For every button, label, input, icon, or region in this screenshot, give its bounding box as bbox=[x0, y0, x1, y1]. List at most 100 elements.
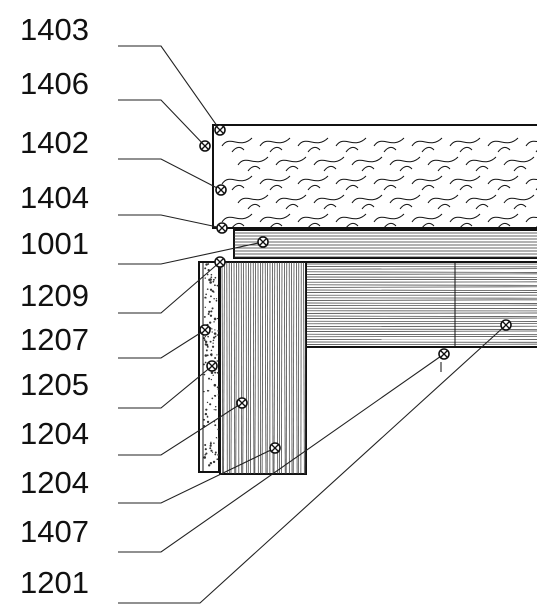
post-grain-line bbox=[242, 262, 244, 474]
post-grain-line bbox=[223, 262, 225, 474]
post-grain-line bbox=[252, 262, 255, 474]
fiber-stroke bbox=[373, 175, 405, 185]
speckle-dot bbox=[209, 281, 212, 284]
speckle-dot bbox=[208, 464, 211, 467]
leader-1404 bbox=[118, 214, 223, 229]
leader-1403 bbox=[118, 45, 221, 131]
speckle-dot bbox=[206, 389, 209, 392]
board-hatching bbox=[306, 262, 537, 347]
fiber-stroke bbox=[313, 156, 345, 166]
speckle-dot bbox=[203, 390, 205, 393]
speckle-dot bbox=[214, 406, 217, 408]
speckle-dot bbox=[212, 336, 216, 339]
post-grain-line bbox=[233, 262, 236, 474]
fiber-stroke bbox=[475, 203, 489, 210]
fiber-stroke bbox=[497, 146, 511, 153]
speckle-dot bbox=[210, 276, 213, 279]
leader-1204-upper bbox=[118, 402, 243, 456]
leader-1207 bbox=[118, 329, 206, 359]
fiber-stroke bbox=[487, 137, 519, 147]
speckle-dot bbox=[214, 356, 217, 359]
post-grain-line bbox=[281, 262, 283, 474]
fiber-stroke bbox=[383, 146, 397, 153]
speckle-dot bbox=[209, 461, 213, 465]
speckle-dot bbox=[207, 263, 210, 265]
fiber-stroke bbox=[465, 194, 497, 204]
speckle-dot bbox=[204, 306, 206, 309]
strip-layer bbox=[233, 229, 537, 259]
label-1209: 1209 bbox=[20, 278, 89, 313]
post-grain-line bbox=[261, 262, 264, 474]
label-1205: 1205 bbox=[20, 367, 89, 402]
marker-1407 bbox=[438, 348, 450, 360]
fiber-stroke bbox=[449, 213, 481, 223]
cushion-outline bbox=[212, 124, 537, 229]
fiber-stroke bbox=[297, 137, 329, 147]
fiber-stroke bbox=[475, 165, 489, 172]
vertical-post bbox=[219, 261, 307, 475]
fiber-stroke bbox=[247, 165, 261, 172]
leader-1201 bbox=[118, 324, 507, 604]
label-1407: 1407 bbox=[20, 514, 89, 549]
speckle-dot bbox=[212, 280, 215, 283]
speckle-dot bbox=[217, 385, 219, 388]
speckle-dot bbox=[209, 340, 212, 343]
fiber-stroke bbox=[351, 156, 383, 166]
speckle-dot bbox=[215, 298, 218, 300]
speckle-dot bbox=[209, 447, 212, 450]
speckle-dot bbox=[204, 354, 208, 357]
speckle-dot bbox=[217, 330, 219, 332]
fiber-stroke bbox=[335, 175, 367, 185]
speckle-dot bbox=[214, 371, 217, 374]
speckle-dot bbox=[214, 329, 216, 331]
fiber-stroke bbox=[231, 146, 245, 153]
speckle-dot bbox=[206, 288, 209, 290]
reference-markers bbox=[199, 124, 512, 454]
speckle-dot bbox=[208, 300, 211, 303]
post-grain-line bbox=[304, 262, 306, 474]
speckle-dot bbox=[217, 428, 219, 431]
speckle-dot bbox=[206, 273, 209, 276]
speckle-dot bbox=[216, 371, 219, 374]
speckle-dot bbox=[204, 277, 206, 279]
fiber-stroke bbox=[525, 216, 537, 223]
speckle-dot bbox=[210, 310, 213, 313]
fiber-stroke bbox=[389, 194, 421, 204]
leader-1407 bbox=[118, 353, 445, 553]
fiber-stroke bbox=[465, 156, 497, 166]
fiber-stroke bbox=[335, 213, 367, 223]
fiber-stroke bbox=[231, 184, 245, 191]
fiber-stroke bbox=[513, 203, 527, 210]
board-grain-line bbox=[306, 284, 537, 286]
speckle-dot bbox=[205, 263, 208, 266]
speckle-dot bbox=[211, 307, 214, 310]
leader-1205 bbox=[118, 365, 213, 409]
speckle-dot bbox=[206, 354, 209, 357]
speckle-dot bbox=[210, 441, 212, 444]
fiber-stroke bbox=[259, 137, 291, 147]
fiber-stroke bbox=[247, 203, 261, 210]
post-grain-line bbox=[245, 262, 248, 474]
speckle-dot bbox=[211, 331, 213, 333]
speckle-dot bbox=[213, 442, 215, 444]
fiber-stroke bbox=[269, 222, 283, 228]
fiber-stroke bbox=[503, 156, 535, 166]
speckle-dot bbox=[216, 317, 219, 320]
fiber-stroke bbox=[497, 184, 511, 191]
speckle-dot bbox=[215, 437, 218, 439]
fiber-stroke bbox=[421, 146, 435, 153]
speckle-dot bbox=[214, 424, 217, 427]
marker-1207 bbox=[199, 324, 211, 336]
label-1406: 1406 bbox=[20, 66, 89, 101]
post-grain-line bbox=[272, 262, 274, 474]
label-1403: 1403 bbox=[20, 12, 89, 47]
label-1207: 1207 bbox=[20, 322, 89, 357]
fiber-stroke bbox=[307, 222, 321, 228]
post-grain-line bbox=[264, 262, 267, 474]
speckle-dot bbox=[211, 290, 214, 293]
fiber-stroke bbox=[323, 203, 337, 210]
fiber-stroke bbox=[323, 165, 337, 172]
speckle-dot bbox=[204, 335, 206, 338]
post-grain-line bbox=[254, 262, 256, 474]
fiber-stroke bbox=[503, 194, 535, 204]
